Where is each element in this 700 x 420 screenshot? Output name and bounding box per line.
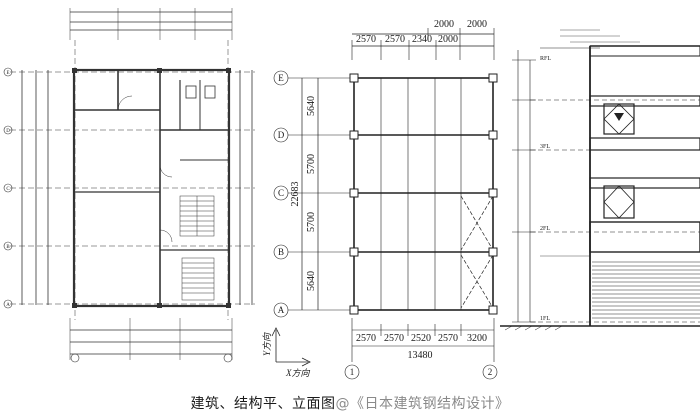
dim-top-lower: 2570 — [385, 34, 405, 45]
dim-bottom: 2520 — [411, 333, 431, 344]
dim-bottom: 3200 — [467, 333, 487, 344]
dim-top-upper: 2000 — [434, 19, 454, 30]
y-direction-label: Y方向 — [262, 332, 272, 356]
dim-left-total: 22683 — [290, 182, 301, 207]
axis-label: A — [6, 303, 10, 308]
floor-plan — [3, 8, 255, 363]
dim-left: 5640 — [306, 271, 317, 291]
dim-top-lower: 2340 — [412, 34, 432, 45]
dim-bottom: 2570 — [384, 333, 404, 344]
axis-label-row: A — [278, 305, 285, 315]
dim-bottom: 2570 — [356, 333, 376, 344]
axis-label-row: E — [278, 73, 284, 83]
dim-top-lower: 2000 — [438, 34, 458, 45]
structural-plan-labels: 2000 2000 2570 2570 2340 2000 2570 2570 … — [262, 19, 492, 378]
drawing-canvas: E D C B A — [3, 8, 700, 380]
axis-label-row: B — [278, 247, 284, 257]
axis-label-row: C — [278, 188, 284, 198]
level-label: 1FL — [540, 316, 550, 322]
caption-text: 建筑、结构平、立面图 — [190, 396, 336, 412]
caption-source: @《日本建筑钢结构设计》 — [335, 396, 510, 412]
dim-top-upper: 2000 — [467, 19, 487, 30]
dim-bottom: 2570 — [438, 333, 458, 344]
axis-label: B — [6, 245, 10, 250]
figure-caption: 建筑、结构平、立面图@《日本建筑钢结构设计》 — [0, 393, 700, 413]
dim-bottom-total: 13480 — [408, 350, 433, 361]
dim-left: 5700 — [306, 154, 317, 174]
level-label: RFL — [540, 56, 551, 62]
level-label: 3FL — [540, 144, 550, 150]
structural-plan — [271, 28, 498, 380]
dim-left: 5640 — [306, 96, 317, 116]
level-label: 2FL — [540, 226, 550, 232]
axis-label-col: 1 — [350, 367, 355, 377]
axis-label: C — [6, 187, 10, 192]
axis-label: E — [6, 71, 9, 76]
axis-label: D — [6, 129, 10, 134]
elevation — [500, 29, 700, 331]
axis-label-row: D — [278, 130, 285, 140]
elevation-level-labels: RFL 3FL 2FL 1FL — [540, 56, 551, 322]
dim-left: 5700 — [306, 212, 317, 232]
floor-plan-axis-labels: E D C B A — [6, 71, 10, 308]
dim-top-lower: 2570 — [356, 34, 376, 45]
x-direction-label: X方向 — [285, 368, 310, 378]
axis-label-col: 2 — [488, 367, 493, 377]
